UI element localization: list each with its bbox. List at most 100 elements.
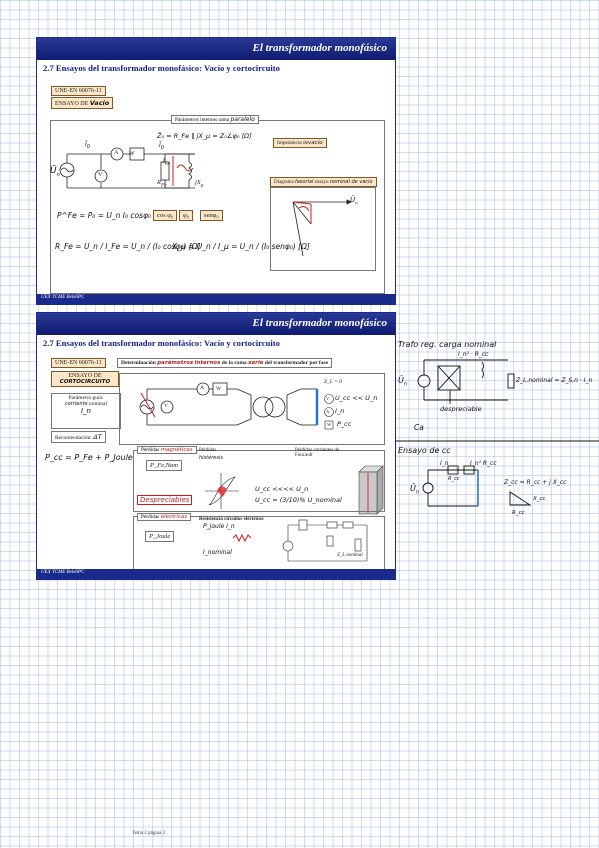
slide-title-band (37, 313, 395, 335)
hyst-label: Pérdidas (199, 448, 217, 453)
recom-hw: ΔT (93, 433, 102, 441)
foucault-label: Pérdidas corrientes de Foucault (295, 448, 340, 458)
ensayo-label: ENSAYO DE CORTOCIRCUITO (51, 371, 119, 387)
diagram-hw1: fasorial (294, 179, 314, 185)
w-meter-icon: W (327, 422, 332, 427)
recom-box: Recomendación: ΔT (51, 431, 106, 443)
params-title: Parámetros internos rama paralelo (171, 115, 259, 124)
ucc-ratio-label: U_cc = (3/10)% U_nominal (255, 496, 342, 504)
ammeter-label: A (114, 150, 119, 156)
cos-box: cos φ₀ (153, 210, 178, 221)
cc-circuit-panel (119, 373, 385, 445)
diagram-text2: ensayo (314, 180, 329, 185)
note1-un: Ūn (398, 376, 408, 388)
slide-cortocircuito: El transformador monofásico 2.7 Ensayos … (36, 312, 396, 580)
slide-footer: UEX TCME BeleñPC (37, 569, 395, 579)
i0-label: Ī0 (85, 141, 90, 151)
slide-vacio: El transformador monofásico 2.7 Ensayos … (36, 37, 396, 305)
slide-heading: 2.7 Ensayos del transformador monofásico… (43, 338, 280, 348)
determ-hw3: serie (248, 360, 264, 366)
voltmeter-label: V (164, 403, 168, 409)
params-title-text: Parámetros internos rama (175, 117, 230, 123)
inominal-label: I_nominal (203, 549, 232, 556)
pfe-nom-box: P_Fe,Nom (146, 460, 182, 471)
footer-text: UEX TCME BeleñPC (41, 295, 85, 300)
note2-z: Z_cc = R_cc + j X_cc (504, 479, 567, 486)
slide-title: El transformador monofásico (252, 317, 387, 329)
page-label: Tema 2 página 2 (132, 831, 166, 836)
un-label: Ūn (50, 166, 60, 178)
ensayo-hw: CORTOCIRCUITO (59, 379, 111, 385)
note1-eq: I_n² · R_cc (458, 351, 489, 358)
impedance-hw: vacío (308, 140, 323, 146)
diagram-label: Diagrama fasorial ensayo nominal de vací… (270, 177, 377, 187)
wattmeter-label: W (129, 151, 135, 157)
ensayo-text: ENSAYO DE (68, 373, 102, 379)
note2-xcc: X_cc (533, 496, 546, 502)
v-meter-icon: V (326, 396, 330, 401)
mag-title: Pérdidas magnéticas (137, 446, 197, 454)
note1-desp: despreciable (440, 405, 482, 413)
note2-eq: I_n² R_cc (470, 460, 497, 467)
despreciables-label: Despreciables (137, 495, 193, 505)
ammeter-label: A (200, 385, 204, 391)
rfe-formula: R_Fe = U_n / I_Fe = U_n / (I₀ cosφ₀) [Ω] (55, 242, 201, 251)
pjoule-hw: P_Joule I_n (203, 523, 235, 530)
determ-text1: Determinación (121, 360, 156, 366)
a-meter-icon: A (326, 409, 330, 414)
slide-title: El transformador monofásico (252, 42, 387, 54)
recom-text: Recomendación: (55, 435, 92, 441)
determ-text3: del transformador por fase (264, 360, 329, 366)
sen-box: senφ₀ (200, 210, 223, 221)
ucc-lt-label: U_cc <<<< U_n (255, 485, 309, 493)
circuit-cc (139, 382, 384, 562)
guide-nominal: nominal (88, 401, 107, 407)
zl-label: Z_L = 0 (324, 379, 342, 385)
z-carga-label: Z_L nominal (337, 553, 363, 558)
standard-label: UNE-EN 60076-11 (51, 86, 106, 96)
el-title-text: Pérdidas (141, 514, 160, 520)
xmu-formula: X_μ = U_n / I_μ = U_n / (I₀ senφ₀) [Ω] (172, 242, 310, 251)
rfe-label: RFe (157, 179, 167, 189)
circuit-vacio (59, 147, 352, 257)
note2-rcc-small: R_cc (448, 476, 460, 482)
el-title-hw: eléctricas (160, 514, 188, 520)
standard-label: UNE-EN 60076-11 (51, 358, 106, 368)
footer-text: UEX TCME BeleñPC (41, 570, 85, 575)
note2-i: I_n (440, 460, 449, 467)
pjoule-box: P_Joule (145, 531, 175, 542)
determ-text2: de la rama (221, 360, 247, 366)
guide-box: Parámetro guía: corriente nominal I_n (51, 393, 121, 429)
z0-formula: Z̄₀ = R_Fe ‖ jX_μ = Z₀∠φ₀ [Ω] (157, 132, 252, 140)
ife-label: ĪFe (163, 159, 171, 168)
pcc-meter-label: P_cc (337, 420, 352, 428)
mag-title-text: Pérdidas (141, 447, 160, 453)
params-panel (50, 120, 385, 294)
ensayo-label: ENSAYO DE Vacío (51, 97, 114, 109)
note1-title: Trafo reg. carga nominal (398, 340, 497, 349)
note1-z: Z_L,nominal = Z_S,n · I_n (516, 377, 593, 384)
guide-i: I_n (80, 407, 91, 415)
slide-footer: UEX TCME BeleñPC (37, 294, 395, 304)
ensayo-text: ENSAYO DE (55, 101, 89, 107)
slide-heading: 2.7 Ensayos del transformador monofásico… (43, 63, 280, 73)
hyst-hw: histéresis (199, 455, 223, 461)
diagram-hw2: nominal de vacío (329, 179, 373, 185)
guide-title: Parámetro guía: (68, 395, 104, 401)
mag-title-hw: magnéticas (160, 447, 193, 453)
phi-box: φ₀ (179, 210, 194, 221)
diagram-text1: Diagrama (274, 180, 294, 185)
params-title-hw: paralelo (230, 116, 255, 123)
pfe-formula: P^Fe = P₀ = U_n I₀ cosφ₀ (57, 211, 151, 220)
note2-rcc: R_cc (512, 510, 525, 516)
el-title: Pérdidas eléctricas (137, 513, 192, 521)
ucc-condition: U_cc << U_n (335, 394, 378, 402)
res-title: Resistencia circuitos eléctricos (199, 517, 264, 522)
pcc-formula: P_cc = P_Fe + P_Joule (45, 453, 133, 462)
guide-hw: corriente (65, 401, 88, 407)
xmu-label: jXμ (195, 179, 204, 189)
i0b-label: Ī0 (159, 142, 164, 152)
impedance-label: Impedancia devacío (273, 138, 327, 148)
impedance-text: Impedancia de (277, 140, 309, 146)
